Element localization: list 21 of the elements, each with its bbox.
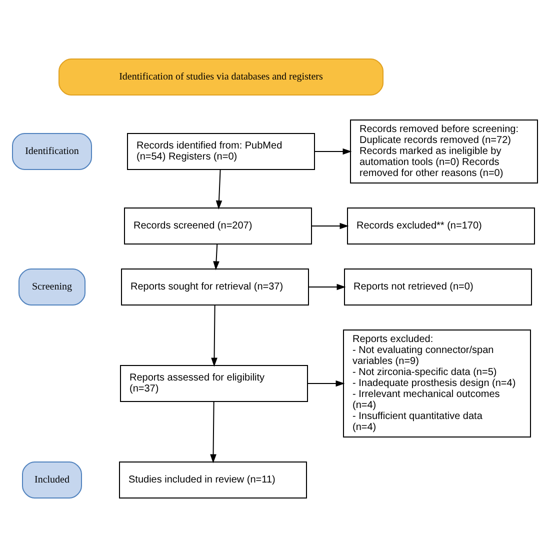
node-box: Identification of studies via databases and registers <box>58 58 384 95</box>
arrow <box>307 380 345 386</box>
node-box: Reports sought for retrieval (n=37) <box>121 268 309 305</box>
arrow <box>210 400 216 463</box>
node-box: Reports assessed for eligibility (n=37) <box>120 364 308 402</box>
arrow <box>211 304 218 366</box>
node-box: Records excluded** (n=170) <box>347 207 535 244</box>
arrow <box>216 168 222 209</box>
node-box: Studies included in review (n=11) <box>119 461 307 498</box>
node-box: Reports excluded: - Not evaluating connector/span variables (n=9) - Not zirconia-specific data (n=5) - Inadequate prosthesis design (n=4) - Irrelevant mechanical outcomes (n=4) - Insufficient quantitative data (n=4) <box>343 329 531 437</box>
node-box: Records screened (n=207) <box>124 207 312 244</box>
node-box: Included <box>22 461 82 498</box>
arrow <box>311 222 349 229</box>
node-box: Screening <box>18 268 86 305</box>
node-box: Records removed before screening: Duplicate records removed (n=72) Records marked as ineligible by automation tools (n=0) Records removed for other reasons (n=0) <box>350 119 538 183</box>
node-box: Reports not retrieved (n=0) <box>344 268 532 305</box>
node-box: Identification <box>12 132 92 170</box>
arrow <box>314 148 352 154</box>
arrow <box>213 243 220 270</box>
arrow <box>308 283 346 290</box>
node-box: Records identified from: PubMed (n=54) Registers (n=0) <box>127 132 315 170</box>
